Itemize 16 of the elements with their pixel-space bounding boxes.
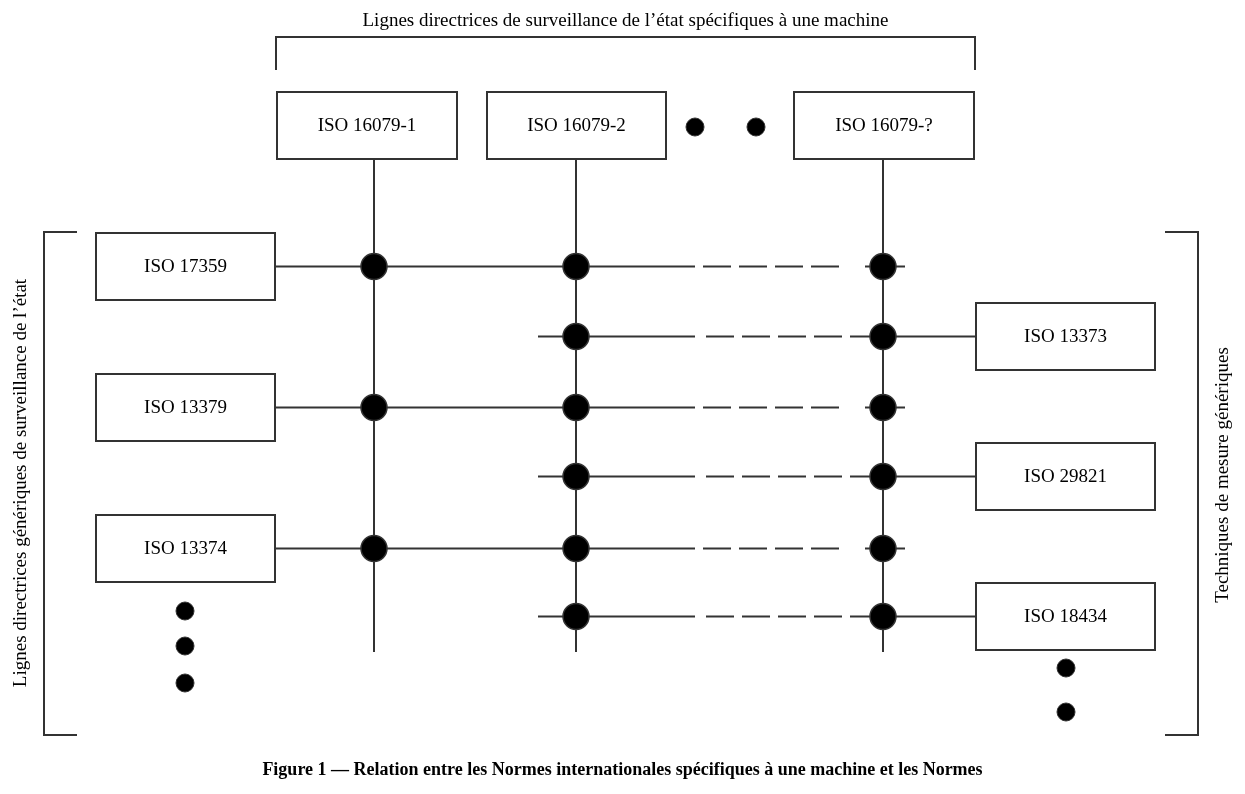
standard-box: ISO 16079-2 (486, 91, 667, 160)
group-label: Lignes directrices génériques de surveillance de l’état (7, 278, 31, 688)
standard-box: ISO 29821 (975, 442, 1156, 511)
standard-box: ISO 16079-? (793, 91, 975, 160)
figure-caption: Figure 1 — Relation entre les Normes internationales spécifiques à une machine et les Normes (261, 758, 984, 781)
standard-box: ISO 17359 (95, 232, 276, 301)
connector-line (275, 547, 696, 550)
standard-box: ISO 13373 (975, 302, 1156, 371)
standard-box: ISO 18434 (975, 582, 1156, 651)
standard-box: ISO 13374 (95, 514, 276, 583)
standard-box: ISO 13379 (95, 373, 276, 442)
standard-box: ISO 16079-1 (276, 91, 458, 160)
connector-line (275, 265, 696, 268)
group-label: Techniques de mesure génériques (1209, 347, 1233, 603)
connector-line (275, 406, 696, 409)
group-label: Lignes directrices de surveillance de l’état spécifiques à une machine (361, 8, 890, 32)
